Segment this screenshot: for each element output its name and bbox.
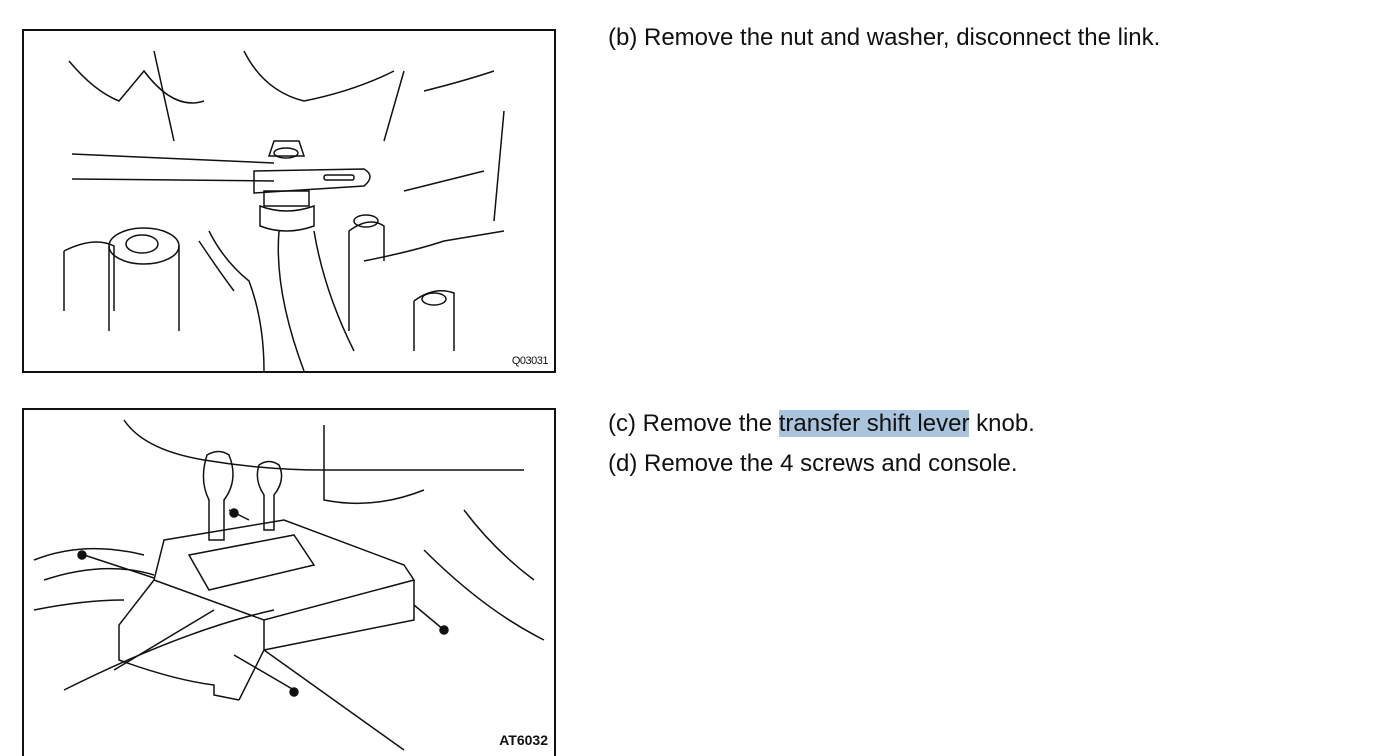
figure-console-removal: AT6032 <box>22 408 556 756</box>
step-c-prefix: (c) Remove the <box>608 410 779 437</box>
step-b-text: (b) Remove the nut and washer, disconnec… <box>608 24 1161 51</box>
step-c-text: (c) Remove the transfer shift lever knob… <box>608 410 1035 438</box>
figure-code: Q03031 <box>511 355 549 367</box>
console-illustration <box>33 419 545 751</box>
figure-code: AT6032 <box>499 732 548 748</box>
highlighted-text[interactable]: transfer shift lever <box>778 410 970 437</box>
figure-link-removal: Q03031 <box>22 29 556 373</box>
link-nut-illustration <box>63 50 505 371</box>
step-d-text: (d) Remove the 4 screws and console. <box>608 450 1018 477</box>
step-c-suffix: knob. <box>969 410 1035 437</box>
